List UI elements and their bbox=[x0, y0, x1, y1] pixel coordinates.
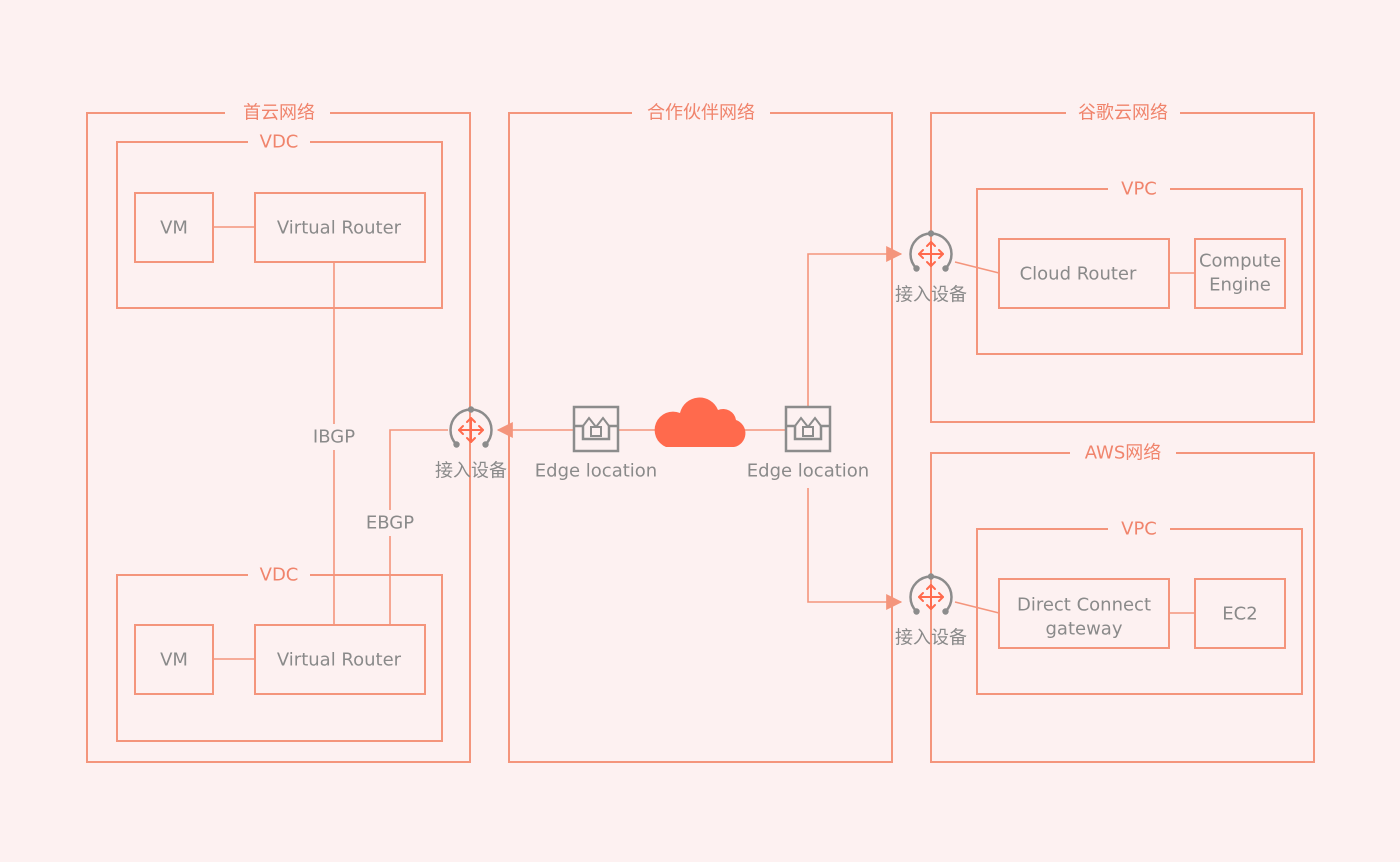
link-label-ebgp: EBGP bbox=[360, 510, 420, 536]
svg-text:Virtual Router: Virtual Router bbox=[277, 218, 402, 239]
group-vdc-bottom-title: VDC bbox=[260, 565, 299, 586]
svg-text:Direct Connect: Direct Connect bbox=[1017, 595, 1151, 616]
svg-text:EC2: EC2 bbox=[1222, 604, 1257, 625]
group-vpc-google-title: VPC bbox=[1121, 179, 1157, 200]
svg-text:Cloud Router: Cloud Router bbox=[1020, 264, 1137, 285]
svg-text:Edge location: Edge location bbox=[535, 461, 657, 482]
svg-text:接入设备: 接入设备 bbox=[435, 461, 507, 482]
region-google: 谷歌云网络 bbox=[930, 100, 1315, 423]
access-device-google[interactable]: 接入设备 bbox=[895, 229, 967, 306]
link-label-ibgp: IBGP bbox=[306, 424, 362, 450]
svg-text:VM: VM bbox=[160, 650, 188, 671]
link-edge-to-access-google bbox=[807, 246, 903, 406]
cloud-icon bbox=[654, 397, 746, 447]
svg-text:接入设备: 接入设备 bbox=[895, 285, 967, 306]
link-ebgp bbox=[389, 429, 448, 625]
node-virtual-router-bottom[interactable]: Virtual Router bbox=[254, 624, 426, 695]
group-vpc-google: VPC bbox=[976, 176, 1303, 355]
svg-text:EBGP: EBGP bbox=[366, 513, 414, 534]
edge-location-icon bbox=[572, 405, 620, 453]
svg-text:Engine: Engine bbox=[1209, 275, 1271, 296]
access-device-icon bbox=[449, 405, 493, 449]
edge-location-right[interactable]: Edge location bbox=[747, 405, 869, 482]
node-vm-top[interactable]: VM bbox=[134, 192, 214, 263]
edge-location-left[interactable]: Edge location bbox=[535, 405, 657, 482]
group-vdc-top: VDC bbox=[116, 129, 443, 309]
access-device-icon bbox=[909, 572, 953, 616]
svg-text:接入设备: 接入设备 bbox=[895, 628, 967, 649]
group-vpc-aws: VPC bbox=[976, 516, 1303, 695]
svg-text:VM: VM bbox=[160, 218, 188, 239]
node-compute-engine[interactable]: Compute Engine bbox=[1194, 238, 1286, 309]
svg-text:IBGP: IBGP bbox=[313, 427, 355, 448]
access-device-left[interactable]: 接入设备 bbox=[435, 405, 507, 482]
svg-text:Edge location: Edge location bbox=[747, 461, 869, 482]
access-device-aws[interactable]: 接入设备 bbox=[895, 572, 967, 649]
region-shouyun-title: 首云网络 bbox=[243, 103, 315, 124]
region-aws-title: AWS网络 bbox=[1085, 443, 1162, 464]
group-vdc-top-title: VDC bbox=[260, 132, 299, 153]
svg-text:gateway: gateway bbox=[1046, 619, 1123, 640]
group-vdc-bottom: VDC bbox=[116, 562, 443, 742]
link-access-google-cloudrouter bbox=[954, 261, 1000, 274]
region-aws: AWS网络 bbox=[930, 440, 1315, 763]
node-virtual-router-top[interactable]: Virtual Router bbox=[254, 192, 426, 263]
svg-text:Compute: Compute bbox=[1199, 251, 1281, 272]
node-direct-connect-gateway[interactable]: Direct Connect gateway bbox=[998, 578, 1170, 649]
node-ec2[interactable]: EC2 bbox=[1194, 578, 1286, 649]
link-access-aws-dcg bbox=[954, 601, 1000, 614]
access-device-icon bbox=[909, 229, 953, 273]
region-google-title: 谷歌云网络 bbox=[1078, 103, 1168, 124]
edge-location-icon bbox=[784, 405, 832, 453]
region-partner-title: 合作伙伴网络 bbox=[647, 103, 755, 124]
group-vpc-aws-title: VPC bbox=[1121, 519, 1157, 540]
svg-text:Virtual Router: Virtual Router bbox=[277, 650, 402, 671]
node-vm-bottom[interactable]: VM bbox=[134, 624, 214, 695]
link-edge-to-access-aws bbox=[807, 488, 903, 610]
node-cloud-router[interactable]: Cloud Router bbox=[998, 238, 1170, 309]
